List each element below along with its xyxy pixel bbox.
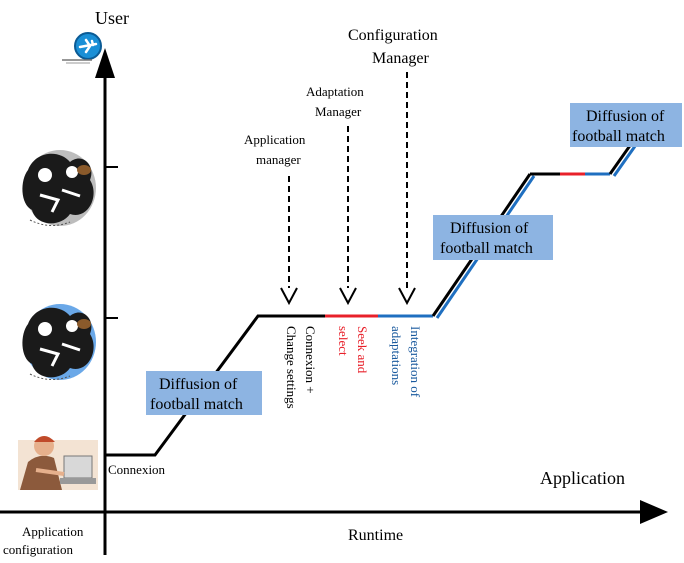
y-axis-label: User — [95, 8, 129, 28]
person-at-computer-icon — [18, 436, 98, 490]
integration-line2: adaptations — [389, 326, 404, 385]
adaptation-manager-line2: Manager — [315, 104, 362, 119]
configuration-manager-line2: Manager — [372, 50, 430, 67]
diffusion-box-1 — [146, 371, 262, 415]
seek-select-line2: select — [336, 326, 351, 356]
configuration-manager-arrowhead — [398, 287, 416, 306]
football-players-blue-icon — [22, 304, 96, 380]
diffusion-box-2-line2: football match — [440, 240, 533, 257]
application-manager-line1: Application — [244, 132, 306, 147]
diffusion-box-3-line2: football match — [572, 128, 665, 145]
x-axis-arrowhead — [640, 500, 668, 524]
application-manager-line2: manager — [256, 152, 301, 167]
diffusion-box-1-line1: Diffusion of — [159, 376, 238, 393]
airplane-globe-icon — [62, 32, 102, 64]
origin-label-line2: configuration — [3, 542, 74, 557]
diffusion-box-2-line1: Diffusion of — [450, 220, 529, 237]
y-axis-arrowhead — [95, 48, 115, 78]
connexion-label: Connexion — [108, 462, 166, 477]
configuration-manager-line1: Configuration — [348, 27, 438, 44]
diffusion-box-3 — [570, 103, 682, 147]
x-axis-sublabel: Runtime — [348, 527, 403, 544]
change-settings-line2: Change settings — [284, 326, 299, 409]
change-settings-line1: Connexion + — [303, 326, 318, 394]
integration-label: Integration of adaptations — [389, 326, 423, 398]
adaptation-manager-line1: Adaptation — [306, 84, 364, 99]
application-manager-arrowhead — [280, 287, 298, 306]
x-axis-label: Application — [540, 468, 625, 488]
football-players-gray-icon — [22, 150, 96, 226]
seek-select-line1: Seek and — [355, 326, 370, 374]
diffusion-box-1-line2: football match — [150, 396, 243, 413]
seek-select-label: Seek and select — [336, 326, 370, 374]
change-settings-label: Connexion + Change settings — [284, 326, 318, 409]
adaptation-manager-arrowhead — [339, 287, 357, 306]
origin-label-line1: Application — [22, 524, 84, 539]
diffusion-box-3-line1: Diffusion of — [586, 108, 665, 125]
integration-line1: Integration of — [408, 326, 423, 398]
diffusion-box-2 — [433, 215, 553, 260]
